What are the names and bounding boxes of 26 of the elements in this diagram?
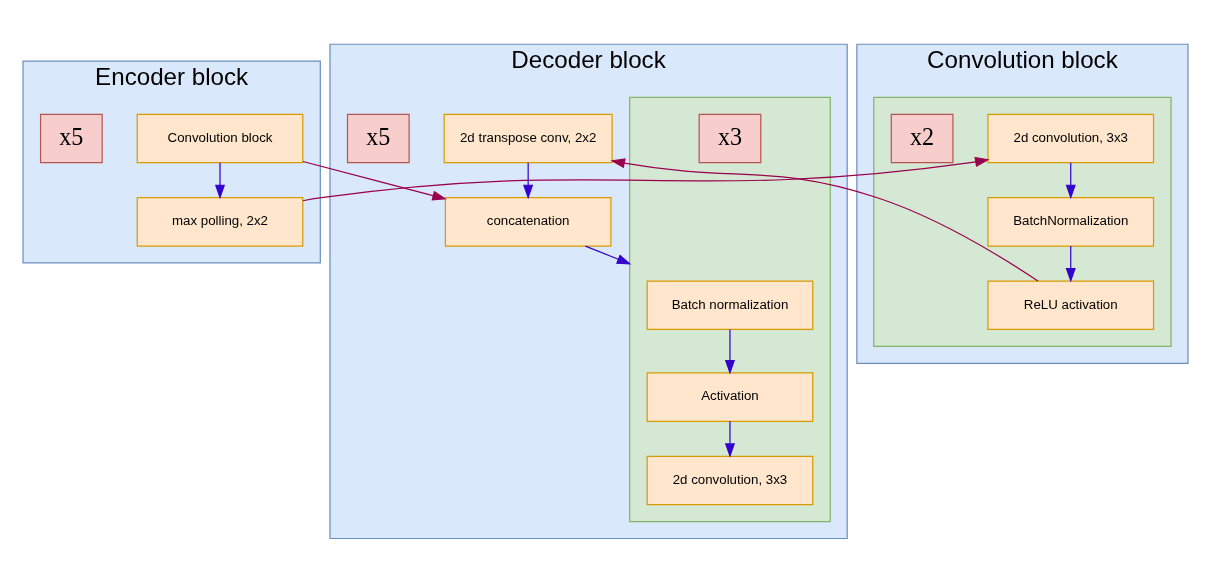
arrow	[302, 156, 990, 201]
node-box: x3	[698, 113, 762, 163]
node-box: Convolution block	[136, 113, 304, 163]
arrow	[724, 420, 736, 458]
node-box: 2d convolution, 3x3	[987, 113, 1155, 163]
arrow	[724, 328, 736, 374]
node-box: Activation	[646, 371, 814, 422]
arrow	[1065, 244, 1076, 283]
arrow	[214, 161, 226, 199]
node-box: Batch normalization	[646, 280, 814, 330]
node-box: x2	[890, 113, 954, 163]
node-box: 2d transpose conv, 2x2	[443, 113, 613, 163]
arrow	[1065, 161, 1076, 199]
node-box: x5	[39, 113, 103, 163]
arrow	[584, 244, 632, 264]
node-box: concatenation	[444, 196, 612, 247]
arrow	[610, 157, 1039, 282]
arrow	[523, 161, 534, 199]
arrow	[302, 160, 447, 201]
node-box: 2d convolution, 3x3	[646, 455, 814, 505]
cluster	[629, 96, 831, 522]
node-box: ReLU activation	[987, 280, 1155, 330]
node-box: max polling, 2x2	[136, 196, 304, 247]
node-box: x5	[346, 113, 410, 163]
cluster	[873, 96, 1172, 347]
node-box: BatchNormalization	[987, 196, 1155, 247]
